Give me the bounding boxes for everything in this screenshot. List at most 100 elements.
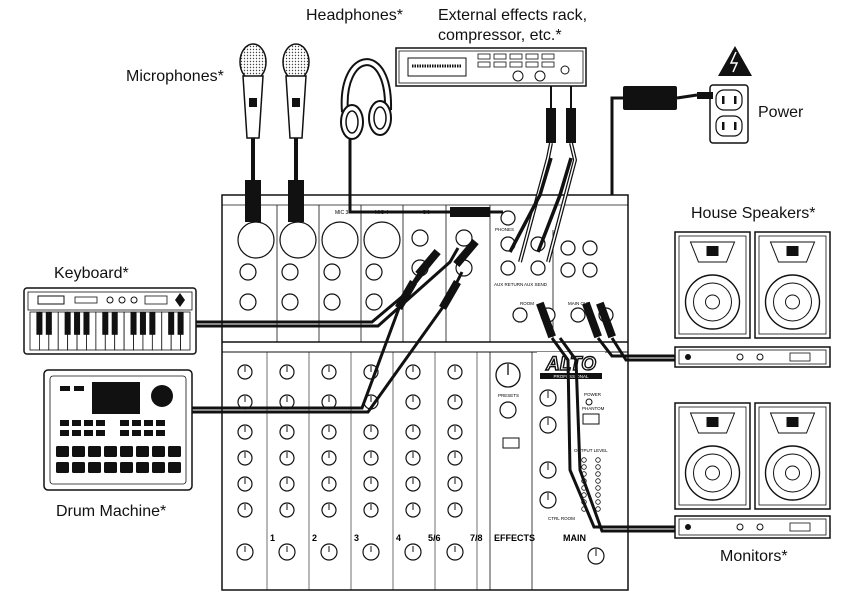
drum-button	[84, 420, 93, 426]
monitor-amp	[674, 515, 831, 539]
drum-button	[144, 420, 153, 426]
phantom-switch	[582, 413, 600, 425]
drum-pad	[152, 446, 165, 457]
presets-label: PRESETS	[498, 393, 519, 398]
meter-led	[595, 492, 601, 498]
room-label: ROOM	[520, 301, 534, 306]
black-key	[102, 312, 109, 335]
drum-button	[132, 430, 141, 436]
speaker-dustcap	[705, 465, 720, 481]
drum-button	[156, 420, 165, 426]
channel-number: 5/6	[428, 533, 441, 543]
speaker-frame	[678, 235, 747, 335]
speaker-frame	[678, 406, 747, 506]
channel-number: 2	[312, 533, 317, 543]
house-speakers	[674, 231, 831, 339]
drum-button	[72, 430, 81, 436]
monitor-speakers	[674, 402, 831, 510]
drum-pad	[56, 446, 69, 457]
meter-led	[595, 464, 601, 470]
speaker-cone-inner	[773, 282, 812, 322]
effects-rack	[395, 47, 587, 87]
drum-button	[60, 430, 69, 436]
power-block	[610, 46, 752, 195]
main-out-label: MAIN OUT	[568, 301, 590, 306]
ctrl-room-label: CTRL ROOM	[548, 516, 575, 521]
house-speakers-label: House Speakers*	[691, 205, 816, 222]
meter-led	[595, 485, 601, 491]
speaker-dustcap	[785, 465, 800, 481]
aux-return-label: AUX RETURN	[494, 282, 523, 287]
black-key	[36, 312, 43, 335]
channel-label: MIC 3	[335, 210, 349, 216]
black-key	[74, 312, 81, 335]
horn-driver	[786, 246, 799, 256]
svg-text:PROFESSIONAL: PROFESSIONAL	[553, 374, 589, 379]
channel-number: 3	[354, 533, 359, 543]
speaker-dustcap	[785, 294, 800, 310]
drum-button	[120, 420, 129, 426]
drum-pad	[120, 446, 133, 457]
mixer-knob-grid	[236, 352, 605, 590]
drum-pad	[88, 446, 101, 457]
drum-pad	[72, 446, 85, 457]
drum-button	[72, 420, 81, 426]
speaker-frame	[758, 406, 827, 506]
horn-driver	[706, 246, 719, 256]
meter-led	[595, 506, 601, 512]
drum-pad	[104, 446, 117, 457]
horn-driver	[786, 417, 799, 427]
drum-pad	[136, 446, 149, 457]
speaker-cone-inner	[773, 453, 812, 493]
black-key	[177, 312, 184, 335]
speaker-cone-inner	[693, 282, 732, 322]
effects-section-label: EFFECTS	[494, 533, 535, 543]
drum-pad	[72, 462, 85, 473]
headphone-cable	[348, 138, 458, 214]
phantom-label: PHANTOM	[582, 406, 605, 411]
microphone-1	[239, 43, 267, 222]
meter-led	[595, 457, 601, 463]
drum-pad	[56, 462, 69, 473]
black-key	[139, 312, 146, 335]
drum-button	[132, 420, 141, 426]
black-key	[111, 312, 118, 335]
drum-pad	[168, 446, 181, 457]
drum-pad	[88, 462, 101, 473]
effects-rack-label-line2: compressor, etc.*	[438, 27, 562, 44]
black-key	[64, 312, 71, 335]
black-key	[149, 312, 156, 335]
drum-button	[156, 430, 165, 436]
black-key	[45, 312, 52, 335]
headphone-plug	[450, 207, 490, 217]
effects-presets-knob	[489, 352, 533, 590]
power-label: POWER	[584, 392, 602, 397]
channel-number: 4	[396, 533, 401, 543]
drum-pad	[168, 462, 181, 473]
effects-cables	[508, 86, 578, 263]
monitors-label: Monitors*	[720, 548, 788, 565]
meter-led	[581, 457, 587, 463]
power-label: Power	[758, 104, 804, 121]
meter-led	[595, 478, 601, 484]
power-led	[585, 398, 593, 406]
aux-send-label: AUX SEND	[524, 282, 548, 287]
drum-button	[84, 430, 93, 436]
speaker-cone-inner	[693, 453, 732, 493]
keyboard-label: Keyboard*	[54, 265, 129, 282]
black-key	[130, 312, 137, 335]
drum-button	[96, 430, 105, 436]
meter-led	[581, 464, 587, 470]
drum-button	[144, 430, 153, 436]
drum-pad	[136, 462, 149, 473]
drum-machine-device	[43, 369, 193, 491]
drum-button	[120, 430, 129, 436]
drum-pad	[104, 462, 117, 473]
high-voltage-warning-icon	[718, 46, 752, 76]
main-section-label: MAIN	[563, 533, 586, 543]
output-level-label: OUTPUT LEVEL	[574, 448, 608, 453]
phones-jack-label: PHONES	[495, 227, 514, 232]
house-amp	[674, 346, 831, 368]
